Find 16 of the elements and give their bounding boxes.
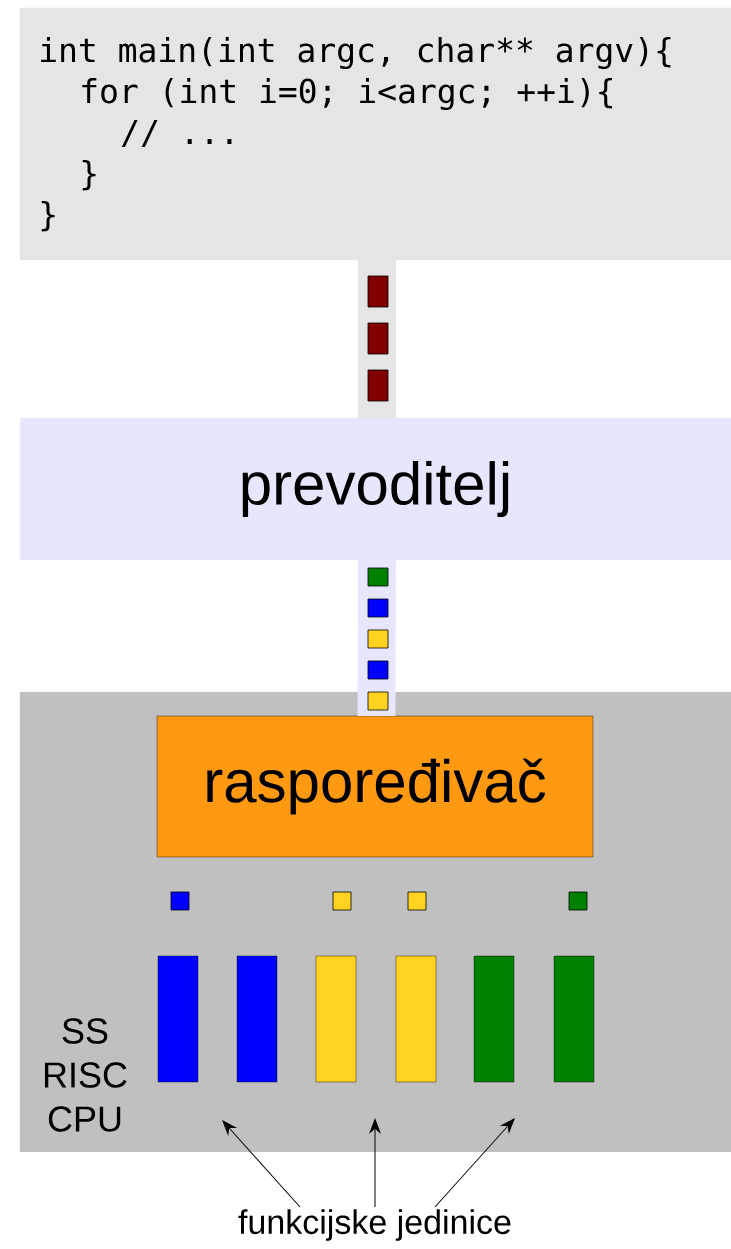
functional-unit-bar [157, 955, 199, 1083]
connector-band [358, 260, 396, 418]
functional-unit-bar [236, 955, 278, 1083]
connector-band [357, 559, 396, 717]
functional-unit-bar [315, 955, 357, 1083]
scheduler-box: raspoređivač [156, 715, 594, 858]
arrow [369, 1118, 381, 1208]
arrow [434, 1118, 515, 1208]
functional-unit-bar [473, 955, 515, 1083]
compiler-band: prevoditelj [19, 417, 731, 561]
functional-unit-bar [553, 955, 595, 1083]
label-text: funkcijske jedinice [238, 1209, 511, 1241]
functional-unit-bar [395, 955, 437, 1083]
cpu-area: SS RISC CPU raspoređivač [19, 691, 731, 1153]
arrow [222, 1120, 301, 1208]
code-panel: int main(int argc, char** argv){ for (int i=0; i<argc; ++i){ // ... } } [19, 7, 731, 261]
